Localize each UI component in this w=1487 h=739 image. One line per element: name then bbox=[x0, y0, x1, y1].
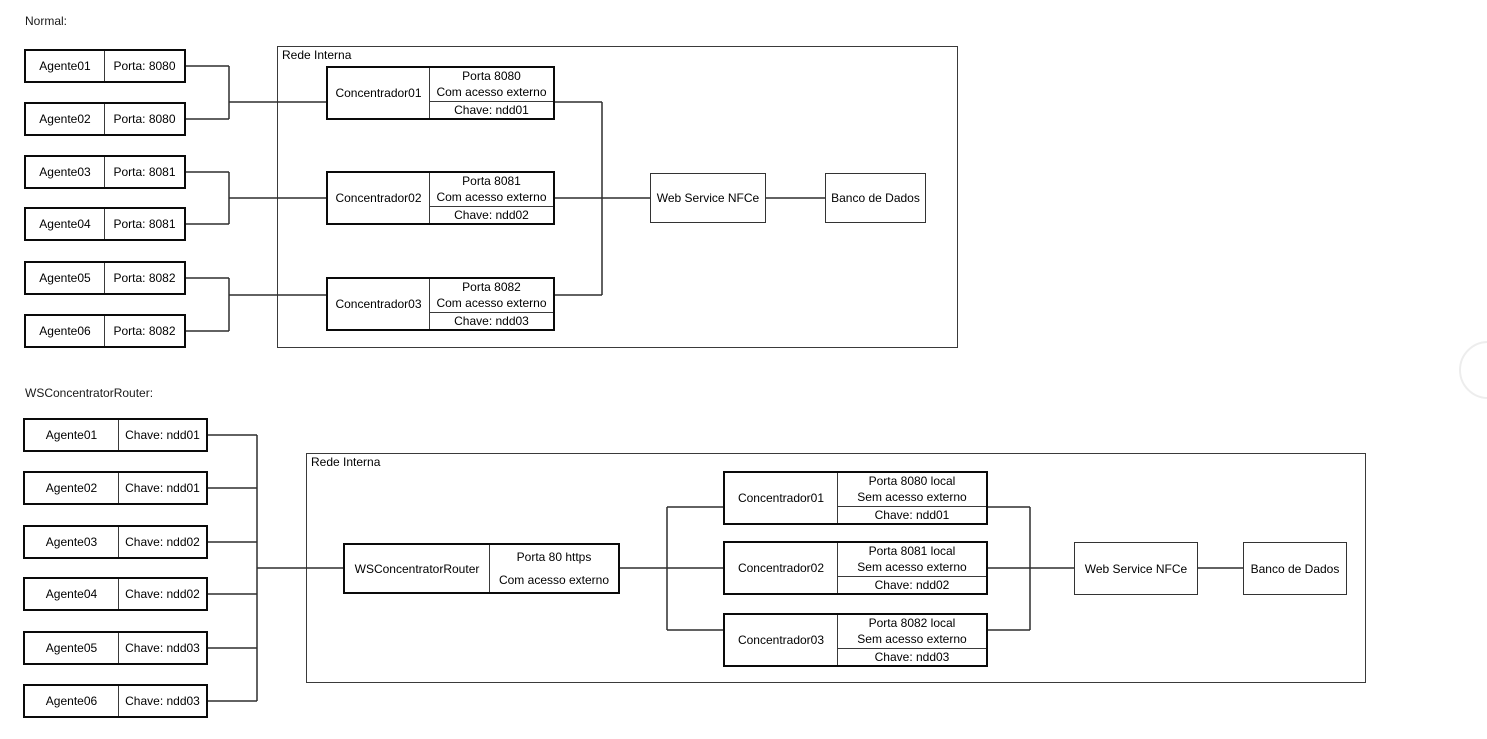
concentrator-name: Concentrador01 bbox=[328, 68, 430, 118]
agent-name: Agente01 bbox=[26, 51, 105, 81]
agent-name: Agente04 bbox=[26, 209, 105, 239]
concentrator-box: Concentrador01 Porta 8080 Com acesso ext… bbox=[326, 66, 555, 120]
agent-box: Agente05 Chave: ndd03 bbox=[23, 631, 208, 665]
router-box: WSConcentratorRouter Porta 80 https Com … bbox=[343, 543, 620, 594]
router-name: WSConcentratorRouter bbox=[345, 545, 490, 592]
database-box: Banco de Dados bbox=[1243, 542, 1347, 595]
rede-interna-label: Rede Interna bbox=[282, 48, 352, 62]
agent-port: Porta: 8082 bbox=[113, 271, 176, 285]
agent-port: Porta: 8080 bbox=[113, 112, 176, 126]
agent-port: Porta: 8081 bbox=[113, 217, 176, 231]
concentrator-key: Chave: ndd03 bbox=[838, 647, 986, 665]
agent-box: Agente05 Porta: 8082 bbox=[24, 261, 186, 295]
concentrator-access: Com acesso externo bbox=[436, 190, 547, 205]
concentrator-port: Porta 8080 bbox=[462, 69, 521, 84]
agent-box: Agente06 Porta: 8082 bbox=[24, 314, 186, 348]
rede-interna-container: Rede Interna bbox=[277, 46, 958, 348]
agent-name: Agente03 bbox=[26, 157, 105, 187]
concentrator-key: Chave: ndd03 bbox=[430, 311, 553, 329]
agent-port: Porta: 8081 bbox=[113, 165, 176, 179]
concentrator-port: Porta 8082 bbox=[462, 280, 521, 295]
diagram-title: WSConcentratorRouter: bbox=[25, 386, 154, 400]
router-access: Com acesso externo bbox=[498, 573, 610, 588]
agent-key: Chave: ndd02 bbox=[125, 587, 200, 601]
agent-name: Agente02 bbox=[25, 473, 119, 503]
agent-box: Agente01 Chave: ndd01 bbox=[23, 418, 208, 452]
concentrator-port: Porta 8081 local bbox=[868, 544, 956, 559]
concentrator-box: Concentrador02 Porta 8081 Com acesso ext… bbox=[326, 171, 555, 225]
agent-key: Chave: ndd01 bbox=[125, 481, 200, 495]
concentrator-box: Concentrador01 Porta 8080 local Sem aces… bbox=[723, 471, 988, 525]
concentrator-key: Chave: ndd02 bbox=[838, 575, 986, 593]
concentrator-key: Chave: ndd01 bbox=[838, 505, 986, 523]
concentrator-port: Porta 8081 bbox=[462, 174, 521, 189]
agent-name: Agente06 bbox=[25, 686, 119, 716]
database-box: Banco de Dados bbox=[825, 173, 926, 223]
agent-key: Chave: ndd03 bbox=[125, 641, 200, 655]
agent-name: Agente06 bbox=[26, 316, 105, 346]
concentrator-box: Concentrador03 Porta 8082 Com acesso ext… bbox=[326, 277, 555, 331]
agent-box: Agente01 Porta: 8080 bbox=[24, 49, 186, 83]
agent-name: Agente03 bbox=[25, 527, 119, 557]
concentrator-port: Porta 8080 local bbox=[868, 474, 956, 489]
concentrator-box: Concentrador03 Porta 8082 local Sem aces… bbox=[723, 613, 988, 667]
concentrator-access: Sem acesso externo bbox=[857, 490, 967, 505]
agent-name: Agente05 bbox=[26, 263, 105, 293]
concentrator-access: Sem acesso externo bbox=[857, 632, 967, 647]
concentrator-name: Concentrador03 bbox=[725, 615, 838, 665]
agent-key: Chave: ndd01 bbox=[125, 428, 200, 442]
concentrator-access: Com acesso externo bbox=[436, 85, 547, 100]
rede-interna-label: Rede Interna bbox=[311, 455, 381, 469]
agent-box: Agente04 Chave: ndd02 bbox=[23, 577, 208, 611]
webservice-box: Web Service NFCe bbox=[1074, 542, 1198, 595]
concentrator-key: Chave: ndd02 bbox=[430, 205, 553, 223]
agent-box: Agente03 Chave: ndd02 bbox=[23, 525, 208, 559]
agent-name: Agente01 bbox=[25, 420, 119, 450]
agent-key: Chave: ndd02 bbox=[125, 535, 200, 549]
agent-name: Agente04 bbox=[25, 579, 119, 609]
agent-port: Porta: 8080 bbox=[113, 59, 176, 73]
concentrator-box: Concentrador02 Porta 8081 local Sem aces… bbox=[723, 541, 988, 595]
concentrator-access: Sem acesso externo bbox=[857, 560, 967, 575]
agent-name: Agente02 bbox=[26, 104, 105, 134]
router-port: Porta 80 https bbox=[516, 549, 592, 564]
agent-box: Agente02 Chave: ndd01 bbox=[23, 471, 208, 505]
agent-box: Agente04 Porta: 8081 bbox=[24, 207, 186, 241]
diagram-title: Normal: bbox=[25, 14, 68, 28]
concentrator-port: Porta 8082 local bbox=[868, 616, 956, 631]
webservice-box: Web Service NFCe bbox=[650, 173, 766, 223]
agent-name: Agente05 bbox=[25, 633, 119, 663]
agent-box: Agente03 Porta: 8081 bbox=[24, 155, 186, 189]
agent-port: Porta: 8082 bbox=[113, 324, 176, 338]
agent-box: Agente02 Porta: 8080 bbox=[24, 102, 186, 136]
concentrator-name: Concentrador01 bbox=[725, 473, 838, 523]
concentrator-access: Com acesso externo bbox=[436, 296, 547, 311]
concentrator-name: Concentrador02 bbox=[328, 173, 430, 223]
concentrator-key: Chave: ndd01 bbox=[430, 100, 553, 118]
concentrator-name: Concentrador03 bbox=[328, 279, 430, 329]
concentrator-name: Concentrador02 bbox=[725, 543, 838, 593]
agent-box: Agente06 Chave: ndd03 bbox=[23, 684, 208, 718]
agent-key: Chave: ndd03 bbox=[125, 694, 200, 708]
